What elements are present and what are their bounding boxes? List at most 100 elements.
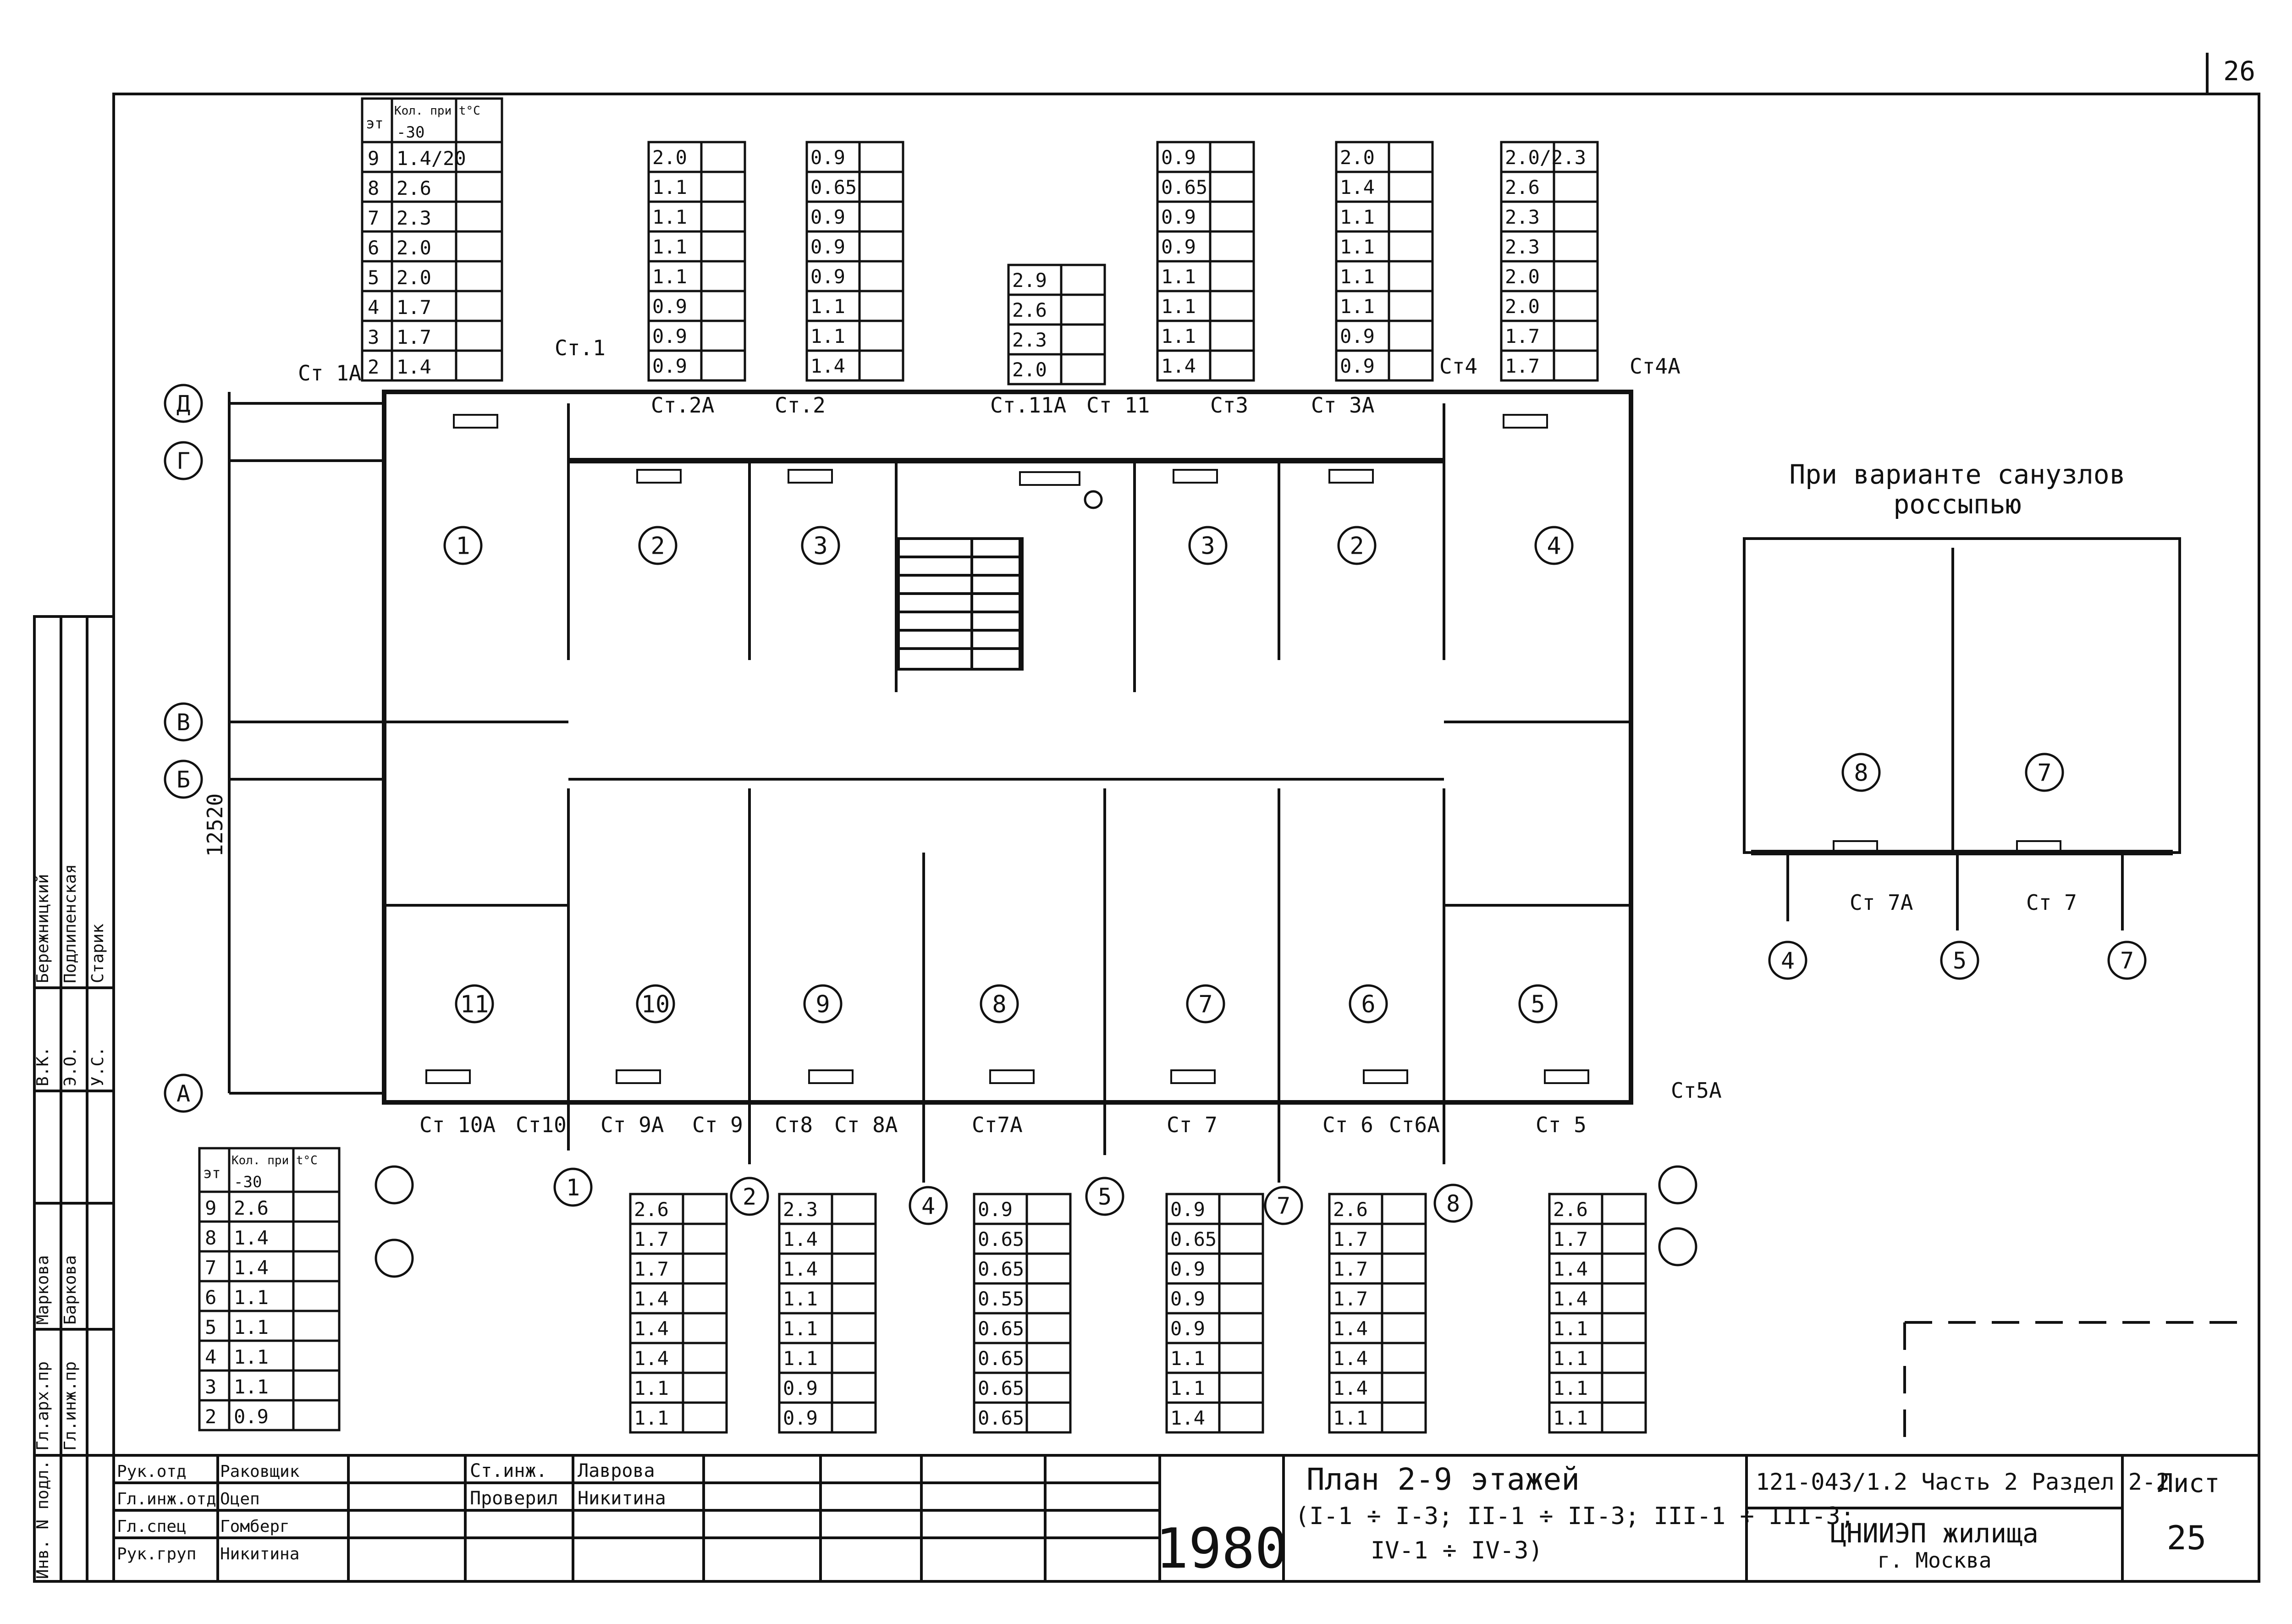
bottom-column-4-blank-cell xyxy=(1218,1282,1264,1315)
room-label: 8 xyxy=(992,991,1006,1018)
top-column-1-blank-cell xyxy=(700,349,746,382)
top-left-table-floor: 7 xyxy=(368,207,379,229)
axis-col-label: 8 xyxy=(1446,1190,1460,1217)
bottom-column-4-value: 0.9 xyxy=(1170,1198,1205,1221)
bottom-column-4-blank-cell xyxy=(1218,1222,1264,1255)
bottom-column-6-value: 1.1 xyxy=(1553,1377,1588,1399)
top-column-4-blank-cell xyxy=(1209,260,1255,292)
top-left-table-cell xyxy=(455,349,503,382)
top-column-6-blank-cell xyxy=(1553,290,1599,322)
room-label-marker xyxy=(980,984,1019,1024)
signature-role: Гл.инж.отд xyxy=(117,1490,216,1508)
bottom-column-5-blank-cell xyxy=(1381,1312,1427,1344)
room-label-marker xyxy=(1337,526,1377,565)
top-column-1-value: 1.1 xyxy=(652,265,687,288)
top-column-3-value: 2.0 xyxy=(1012,358,1047,381)
bottom-column-6-value: 1.4 xyxy=(1553,1258,1588,1280)
room-label-marker xyxy=(455,984,494,1024)
bottom-left-table-floor: 6 xyxy=(205,1286,216,1309)
left-stamp-text: Э.О. xyxy=(61,1046,80,1086)
bottom-column-4-value: 0.9 xyxy=(1170,1288,1205,1310)
top-column-5-value: 1.4 xyxy=(1340,176,1375,198)
inset-axis-label-marker xyxy=(2107,941,2147,980)
left-stamp-text: У.С. xyxy=(88,1046,107,1086)
top-column-6-blank-cell xyxy=(1553,349,1599,382)
room-label-marker xyxy=(1186,984,1225,1024)
bottom-column-1-value: 1.4 xyxy=(634,1347,669,1370)
top-column-1-blank-cell xyxy=(700,290,746,322)
bottom-column-2-value: 1.4 xyxy=(783,1228,818,1250)
top-column-6-blank-cell xyxy=(1553,200,1599,233)
top-column-5-value: 0.9 xyxy=(1340,355,1375,377)
bottom-left-table-qty-header: Кол. при t°С xyxy=(231,1154,318,1167)
top-column-6-value: 2.3 xyxy=(1505,206,1540,228)
room-label-marker xyxy=(1188,526,1228,565)
top-left-table-floor: 9 xyxy=(368,147,379,170)
sheet-title-line3: IV-1 ÷ IV-3) xyxy=(1371,1537,1543,1564)
axis-row-label-marker xyxy=(164,441,203,480)
inset-axis-label: 4 xyxy=(1781,947,1795,974)
sheet-title: План 2-9 этажей xyxy=(1306,1462,1580,1497)
bottom-column-3-blank-cell xyxy=(1025,1222,1072,1255)
inset-axis-label: 7 xyxy=(2120,947,2134,974)
inset-axis-label-marker xyxy=(1940,941,1979,980)
bottom-left-table-value: 1.1 xyxy=(234,1376,269,1398)
bottom-left-table-floor: 2 xyxy=(205,1405,216,1428)
bottom-column-3-value: 0.9 xyxy=(978,1198,1013,1221)
riser-label: Ст5А xyxy=(1671,1078,1722,1103)
top-left-table-value: 1.4 xyxy=(397,356,431,378)
bottom-column-1-value: 1.7 xyxy=(634,1258,669,1280)
axis-row-label: А xyxy=(176,1080,190,1107)
bottom-column-4-value: 1.4 xyxy=(1170,1407,1205,1429)
inset-room-label: 7 xyxy=(2037,760,2051,787)
top-column-4-blank-cell xyxy=(1209,349,1255,382)
bottom-column-5-value: 2.6 xyxy=(1333,1198,1368,1221)
bottom-column-5-blank-cell xyxy=(1381,1342,1427,1374)
top-column-2-blank-cell xyxy=(858,260,904,292)
room-label: 6 xyxy=(1361,991,1375,1018)
sheet-title-line2: (I-1 ÷ I-3; II-1 ÷ II-3; III-1 ÷ III-3; xyxy=(1295,1503,1855,1530)
bottom-column-3-blank-cell xyxy=(1025,1282,1072,1315)
bottom-column-4-blank-cell xyxy=(1218,1342,1264,1374)
axis-col-label: 5 xyxy=(1098,1184,1112,1210)
top-column-6-value: 2.3 xyxy=(1505,236,1540,258)
bottom-column-2-value: 2.3 xyxy=(783,1198,818,1221)
bottom-left-table-floor: 4 xyxy=(205,1346,216,1368)
axis-col-label: 7 xyxy=(1277,1193,1290,1219)
project-code: 121-043/1.2 Часть 2 Раздел 2-2 xyxy=(1756,1469,2170,1495)
bottom-column-2-value: 1.1 xyxy=(783,1288,818,1310)
bottom-column-2-blank-cell xyxy=(831,1342,877,1374)
bottom-column-4-value: 0.65 xyxy=(1170,1228,1217,1250)
top-left-table-temp-header: -30 xyxy=(397,123,424,142)
riser-label: Ст6А xyxy=(1389,1112,1440,1137)
radiator xyxy=(1363,1069,1408,1084)
bottom-column-2-value: 0.9 xyxy=(783,1407,818,1429)
top-left-table-value: 2.0 xyxy=(397,237,431,259)
riser-label: Ст 10А xyxy=(419,1112,496,1137)
bottom-column-3-blank-cell xyxy=(1025,1312,1072,1344)
signature-role: Ст.инж. xyxy=(470,1460,547,1481)
top-column-2-value: 0.9 xyxy=(810,236,845,258)
bottom-column-2-value: 1.4 xyxy=(783,1258,818,1280)
bottom-column-1-blank-cell xyxy=(682,1252,728,1285)
top-left-table-floor: 5 xyxy=(368,266,379,289)
radiator xyxy=(425,1069,471,1084)
signature-name: Лаврова xyxy=(578,1460,655,1481)
riser-label: Ст 7 xyxy=(1167,1112,1218,1137)
riser-label: Ст8 xyxy=(775,1112,813,1137)
inset-room-label-marker xyxy=(1841,753,1881,792)
bottom-column-5-blank-cell xyxy=(1381,1222,1427,1255)
axis-col-label: 4 xyxy=(921,1193,935,1219)
top-column-3-value: 2.6 xyxy=(1012,299,1047,321)
top-column-2-blank-cell xyxy=(858,141,904,173)
bottom-column-5-blank-cell xyxy=(1381,1193,1427,1225)
room-label-marker xyxy=(636,984,675,1024)
bottom-column-6-value: 2.6 xyxy=(1553,1198,1588,1221)
riser-label: Ст.2 xyxy=(775,393,826,418)
top-column-4-value: 1.1 xyxy=(1161,265,1196,288)
axis-row-label-marker xyxy=(164,1073,203,1113)
bottom-column-4-blank-cell xyxy=(1218,1371,1264,1404)
radiator xyxy=(808,1069,854,1084)
top-column-4-blank-cell xyxy=(1209,290,1255,322)
radiator xyxy=(453,414,498,429)
